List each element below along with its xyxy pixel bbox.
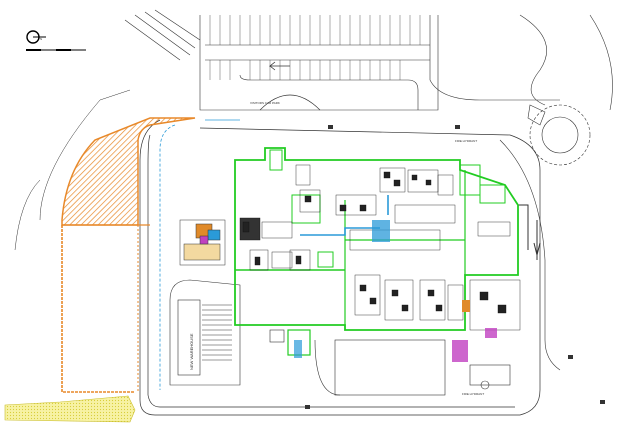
water-pipes [159, 119, 390, 390]
perimeter-road [139, 119, 541, 416]
fire-hydrant-bottom-label: FIRE HYDRANT [462, 392, 484, 396]
roundabout [429, 14, 613, 371]
visitors-car-park-label: VISITORS CAR PARK [250, 101, 280, 105]
fire-hydrant-top-label: FIRE HYDRANT [455, 139, 477, 143]
site-markers [305, 125, 605, 409]
lower-site [269, 329, 511, 396]
north-label: N [40, 37, 42, 41]
sand-area [4, 395, 136, 423]
gatehouse-building [179, 219, 226, 266]
scale-bar [26, 49, 86, 51]
new-warehouse: NEW WAREHOUSE [169, 279, 241, 386]
factory-equipment [239, 164, 521, 331]
car-park [124, 9, 439, 111]
north-arrow-icon: N [26, 30, 46, 44]
site-boundary [14, 89, 196, 393]
process-area [452, 300, 497, 362]
new-warehouse-label: NEW WAREHOUSE [189, 333, 194, 370]
parking-bays [209, 15, 421, 80]
